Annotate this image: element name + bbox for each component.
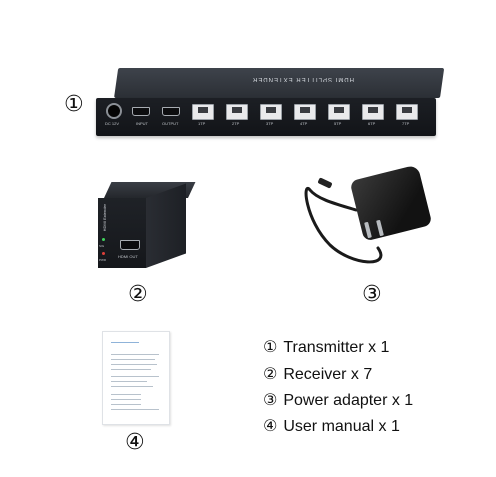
rj45-label-2: 2TP xyxy=(232,121,240,126)
legend-item-transmitter: ① Transmitter x 1 xyxy=(263,339,389,356)
legend-marker: ④ xyxy=(263,416,278,435)
receiver-front-panel: HDMI Extender SIG PWR HDMI OUT xyxy=(98,198,146,268)
hdmi-output-port xyxy=(162,107,180,116)
rj45-label-1: 1TP xyxy=(198,121,206,126)
rj45-port-6 xyxy=(362,104,384,120)
receiver-device: HDMI Extender SIG PWR HDMI OUT xyxy=(96,182,196,276)
rj45-label-6: 6TP xyxy=(368,121,376,126)
legend-text: Receiver x 7 xyxy=(283,366,373,383)
receiver-sig-label: SIG xyxy=(99,244,105,248)
legend-item-power-adapter: ③ Power adapter x 1 xyxy=(263,392,413,409)
receiver-pwr-label: PWR xyxy=(99,258,106,262)
legend-text: Transmitter x 1 xyxy=(283,339,390,356)
rj45-port-3 xyxy=(260,104,282,120)
rj45-port-1 xyxy=(192,104,214,120)
transmitter-front-panel: DC 12V INPUT OUTPUT 1TP 2TP 3TP 4TP 5TP … xyxy=(96,98,436,136)
legend-text: Power adapter x 1 xyxy=(283,392,414,409)
marker-power-adapter: ③ xyxy=(362,282,382,307)
dc-jack xyxy=(106,103,122,119)
transmitter-device: HDMI SPLITTER EXTENDER DC 12V INPUT OUTP… xyxy=(92,62,445,142)
hdmi-output-label: OUTPUT xyxy=(162,121,179,126)
legend-item-receiver: ② Receiver x 7 xyxy=(263,366,372,383)
user-manual xyxy=(102,331,170,425)
rj45-port-2 xyxy=(226,104,248,120)
legend-marker: ③ xyxy=(263,390,278,409)
marker-transmitter: ① xyxy=(64,92,84,117)
legend-marker: ② xyxy=(263,364,278,383)
hdmi-input-label: INPUT xyxy=(136,121,148,126)
dc-label: DC 12V xyxy=(105,121,120,126)
receiver-hdmi-label: HDMI OUT xyxy=(118,254,138,259)
receiver-hdmi-port xyxy=(120,240,140,250)
marker-user-manual: ④ xyxy=(125,430,145,455)
rj45-port-5 xyxy=(328,104,350,120)
legend-text: User manual x 1 xyxy=(283,418,400,435)
receiver-pwr-led xyxy=(102,252,105,255)
marker-receiver: ② xyxy=(128,282,148,307)
rj45-label-3: 3TP xyxy=(266,121,274,126)
receiver-sig-led xyxy=(102,238,105,241)
hdmi-input-port xyxy=(132,107,150,116)
rj45-port-4 xyxy=(294,104,316,120)
rj45-port-7 xyxy=(396,104,418,120)
legend-item-user-manual: ④ User manual x 1 xyxy=(263,418,400,435)
legend-marker: ① xyxy=(263,337,278,356)
rj45-label-7: 7TP xyxy=(402,121,410,126)
rj45-label-5: 5TP xyxy=(334,121,342,126)
rj45-label-4: 4TP xyxy=(300,121,308,126)
